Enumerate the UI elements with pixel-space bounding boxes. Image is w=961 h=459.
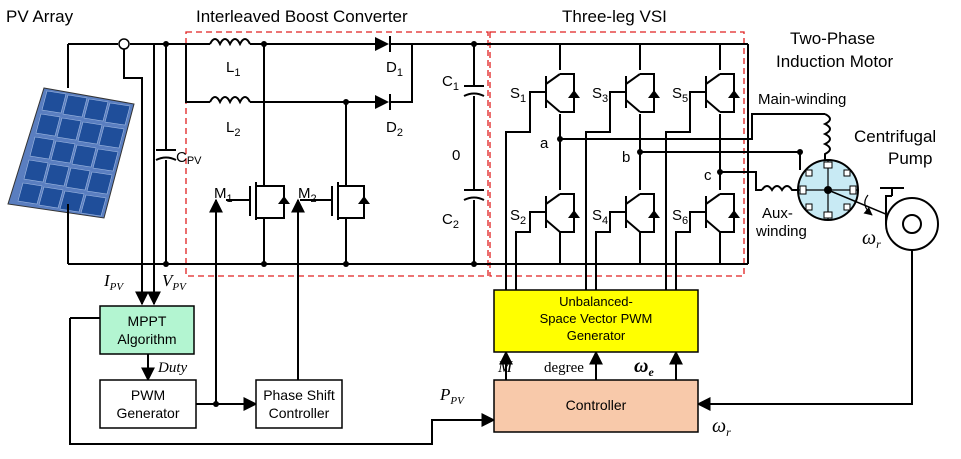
label-node-a: a xyxy=(540,135,549,152)
phase-output-wires xyxy=(560,113,825,191)
label-l2: L2 xyxy=(226,119,240,139)
signal-vpv: VPV xyxy=(162,271,187,293)
label-s6: S6 xyxy=(672,207,688,227)
control-wires xyxy=(69,44,913,445)
pwm-line2: Generator xyxy=(116,405,179,421)
signal-omega-r-feedback: ωr xyxy=(712,415,731,439)
diode-d1-icon xyxy=(375,36,391,52)
vsi-region xyxy=(489,31,745,277)
vsi-gate-wires xyxy=(505,91,706,290)
mosfet-m1-diode-icon xyxy=(278,196,290,204)
pump-title-1: Centrifugal xyxy=(854,127,936,146)
main-winding-icon xyxy=(822,113,831,160)
svpwm-line1: Unbalanced- xyxy=(559,294,633,309)
label-main-winding: Main-winding xyxy=(758,91,846,108)
label-node-c: c xyxy=(704,167,712,184)
label-node-b: b xyxy=(622,149,630,166)
pwm-line1: PWM xyxy=(131,387,165,403)
capacitor-cpv-icon xyxy=(155,149,177,161)
inductor-l1-icon xyxy=(209,38,251,47)
label-midpoint: 0 xyxy=(452,147,460,164)
pump-icon xyxy=(880,187,939,251)
label-d1: D1 xyxy=(386,59,403,79)
signal-ipv: IPV xyxy=(103,271,124,293)
label-m2: M2 xyxy=(298,185,317,205)
diode-d2-icon xyxy=(375,94,391,110)
phase-line1: Phase Shift xyxy=(263,387,335,403)
label-aux-winding-2: winding xyxy=(755,223,807,240)
signal-duty: Duty xyxy=(157,360,188,376)
rotation-arrow-icon xyxy=(863,194,873,216)
label-s3: S3 xyxy=(592,85,608,105)
mppt-line2: Algorithm xyxy=(117,331,176,347)
controller-label: Controller xyxy=(566,397,627,413)
motor-title-2: Induction Motor xyxy=(776,52,894,71)
label-s5: S5 xyxy=(672,85,688,105)
label-s2: S2 xyxy=(510,207,526,227)
boost-converter-region xyxy=(185,31,489,277)
label-c1: C1 xyxy=(442,73,459,93)
aux-winding-icon xyxy=(761,185,800,192)
svpwm-block xyxy=(493,289,699,353)
pv-panel-icon xyxy=(7,87,135,219)
signal-m: M xyxy=(497,357,513,376)
label-m1: M1 xyxy=(214,185,233,205)
label-cpv: CPV xyxy=(176,149,202,167)
svpwm-line3: Generator xyxy=(567,328,626,343)
label-s1: S1 xyxy=(510,85,526,105)
signal-omega-e: ωe xyxy=(634,355,654,379)
phase-line2: Controller xyxy=(269,405,330,421)
label-c2: C2 xyxy=(442,211,459,231)
inductor-l2-icon xyxy=(209,96,251,105)
phase-shift-block xyxy=(255,379,343,429)
label-l1: L1 xyxy=(226,59,240,79)
mppt-block xyxy=(99,305,195,355)
capacitor-c2-icon xyxy=(463,189,485,201)
pwm-generator-block xyxy=(99,379,197,429)
label-aux-winding-1: Aux- xyxy=(762,205,793,222)
mosfet-m1-icon xyxy=(226,180,285,222)
dc-bus-wires xyxy=(67,43,748,265)
signal-ppv: PPV xyxy=(439,385,465,407)
current-sensor-icon xyxy=(118,38,130,50)
igbt-diodes-icon xyxy=(568,90,740,218)
svpwm-line2: Space Vector PWM xyxy=(540,311,653,326)
motor-title-1: Two-Phase xyxy=(790,29,875,48)
boost-title: Interleaved Boost Converter xyxy=(196,7,408,26)
capacitor-c1-icon xyxy=(463,85,485,97)
pump-title-2: Pump xyxy=(888,149,932,168)
pv-array-title: PV Array xyxy=(6,7,74,26)
label-s4: S4 xyxy=(592,207,608,227)
signal-omega-r-shaft: ωr xyxy=(862,227,881,251)
mosfet-m2-diode-icon xyxy=(358,196,370,204)
signal-degree: degree xyxy=(544,360,584,376)
controller-block xyxy=(493,379,699,433)
label-d2: D2 xyxy=(386,119,403,139)
mppt-line1: MPPT xyxy=(128,313,167,329)
vsi-title: Three-leg VSI xyxy=(562,7,667,26)
